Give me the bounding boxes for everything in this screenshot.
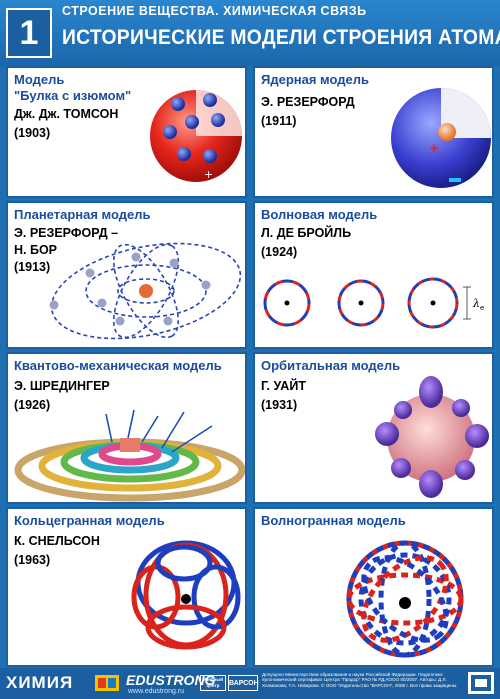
panel-author: Э. РЕЗЕРФОРД [261, 95, 355, 109]
panel-author: К. СНЕЛЬСОН [14, 534, 100, 548]
subject-label: ХИМИЯ [6, 673, 74, 692]
panel-title: Планетарная модель [14, 207, 151, 222]
panel-de-broglie: Волновая модель Л. ДЕ БРОЙЛЬ (1924) λ [253, 201, 494, 349]
svg-text:+: + [204, 168, 213, 181]
badge-training-center: Учебный центр [200, 675, 226, 691]
panel-year: (1931) [261, 398, 298, 412]
panel-author: Э. ШРЕДИНГЕР [14, 379, 110, 393]
panel-author: Дж. Дж. ТОМСОН [14, 107, 119, 121]
panel-bohr: Планетарная модель Э. РЕЗЕРФОРД – Н. БОР… [6, 201, 247, 349]
panel-author-2: Н. БОР [14, 243, 58, 257]
panel-snelson: Кольцегранная модель К. СНЕЛЬСОН (1963) [6, 507, 247, 667]
panel-title: Ядерная модель [261, 72, 369, 87]
header: 1 СТРОЕНИЕ ВЕЩЕСТВА. ХИМИЧЕСКАЯ СВЯЗЬ ИС… [0, 0, 500, 66]
plum-pudding-atom-image: + [150, 90, 242, 182]
publisher-site: www.edustrong.ru [128, 688, 185, 695]
panel-wave-face: Волногранная модель [253, 507, 494, 667]
panel-title: Модель [14, 72, 65, 87]
panel-schrodinger: Квантово-механическая модель Э. ШРЕДИНГЕ… [6, 352, 247, 504]
ring-atom-image [131, 540, 241, 650]
panel-author: Э. РЕЗЕРФОРД – [14, 226, 119, 240]
page-title: ИСТОРИЧЕСКИЕ МОДЕЛИ СТРОЕНИЯ АТОМА [62, 26, 500, 49]
panel-year: (1903) [14, 126, 51, 140]
wavelength-label-sub: e [480, 304, 484, 312]
panel-year: (1924) [261, 245, 298, 259]
planetary-atom-image [49, 242, 242, 340]
panel-year: (1911) [261, 114, 297, 128]
school-books-icon [95, 675, 119, 691]
panel-title: Орбитальная модель [261, 358, 401, 373]
panel-title-quote: "Булка с изюмом" [14, 88, 132, 103]
badge-varson: ВАРСОН [228, 675, 259, 691]
svg-text:+: + [429, 141, 439, 155]
publisher-logo: EDUSTRONG [126, 672, 216, 688]
wave-face-atom-image [346, 540, 464, 658]
footer: ХИМИЯ EDUSTRONG www.edustrong.ru Учебный… [0, 668, 500, 699]
wavelength-label: λ [472, 297, 480, 310]
panel-title: Волновая модель [261, 207, 378, 222]
footer-fine-print: Допущено Министерством образования и нау… [262, 672, 458, 688]
panel-thomson: Модель "Булка с изюмом" Дж. Дж. ТОМСОН (… [6, 66, 247, 198]
panel-author: Л. ДЕ БРОЙЛЬ [261, 226, 352, 240]
chapter-number: 1 [6, 8, 52, 58]
panel-year: (1913) [14, 260, 51, 274]
publisher-emblem-icon [468, 672, 494, 694]
wave-atom-image: λ e [263, 277, 484, 329]
panel-title: Кольцегранная модель [14, 513, 165, 528]
panel-author: Г. УАЙТ [261, 379, 306, 393]
panel-white: Орбитальная модель Г. УАЙТ (1931) [253, 352, 494, 504]
panel-title: Квантово-механическая модель [14, 358, 222, 373]
nuclear-atom-image: + [391, 88, 491, 188]
orbital-atom-image [375, 376, 489, 498]
quantum-mechanical-atom-image [14, 409, 245, 502]
panel-rutherford: Ядерная модель Э. РЕЗЕРФОРД (1911) + [253, 66, 494, 198]
panel-title: Волногранная модель [261, 513, 406, 528]
section-subtitle: СТРОЕНИЕ ВЕЩЕСТВА. ХИМИЧЕСКАЯ СВЯЗЬ [62, 4, 367, 18]
panel-year: (1963) [14, 553, 51, 567]
panel-year: (1926) [14, 398, 51, 412]
